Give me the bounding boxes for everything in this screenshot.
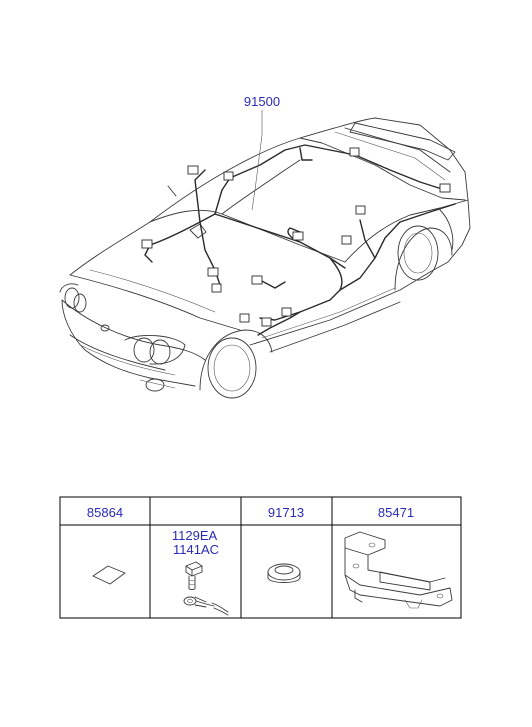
bolt-icon xyxy=(185,561,203,590)
wiring-harness xyxy=(141,144,456,336)
table-cell-col-2-label: 1129EA 1141AC xyxy=(172,528,220,557)
table-header-col-4: 85471 xyxy=(378,505,414,520)
callout-leader xyxy=(251,109,263,211)
parts-table xyxy=(59,496,462,619)
bracket-icon xyxy=(344,531,453,609)
table-header-col-3: 91713 xyxy=(268,505,304,520)
table-header-col-2-line-2: 1141AC xyxy=(173,542,219,557)
grommet-icon xyxy=(267,563,301,583)
callout-part-number: 91500 xyxy=(244,94,280,109)
pad-icon xyxy=(92,565,126,585)
car-illustration xyxy=(59,117,471,399)
table-header-col-1: 85864 xyxy=(87,505,123,520)
ground-terminal-icon xyxy=(183,596,229,616)
table-header-col-2-line-1: 1129EA xyxy=(172,528,218,543)
